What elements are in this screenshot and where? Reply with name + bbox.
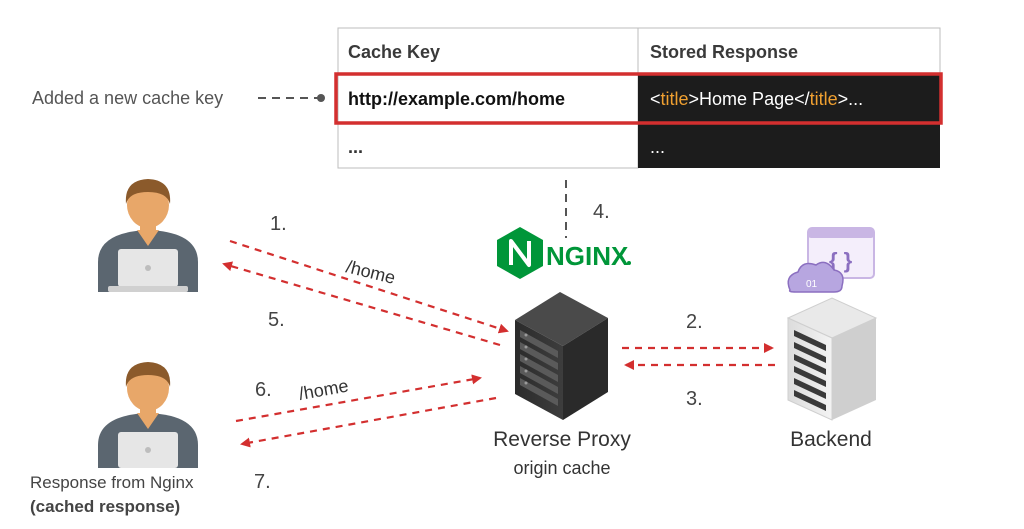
arrow-step-1 bbox=[229, 239, 509, 334]
request-label-2: /home bbox=[297, 376, 350, 404]
server-rack-icon bbox=[515, 292, 608, 420]
step-3: 3. bbox=[686, 388, 703, 410]
html-tag-text: title bbox=[810, 89, 838, 109]
table-header-cell bbox=[637, 27, 941, 74]
user-icon bbox=[98, 362, 198, 468]
flow-arrows bbox=[222, 239, 775, 448]
arrow-step-6 bbox=[235, 374, 482, 423]
annotation-text: Added a new cache key bbox=[32, 88, 223, 108]
response-text: < bbox=[650, 89, 661, 109]
table-header-cell bbox=[337, 27, 639, 74]
backend-title: Backend bbox=[790, 428, 872, 451]
backend-server-icon bbox=[786, 297, 878, 421]
step-5: 5. bbox=[268, 309, 285, 331]
highlight-box bbox=[334, 72, 943, 125]
stored-response-ellipsis: ... bbox=[650, 137, 665, 157]
cache-key-value: http://example.com/home bbox=[348, 89, 565, 109]
table-cell-dark bbox=[638, 73, 940, 123]
cloud-icon: 01 bbox=[787, 261, 844, 293]
html-tag-text: title bbox=[661, 89, 689, 109]
response-note-line1: Response from Nginx bbox=[30, 473, 194, 492]
table-header-cache-key: Cache Key bbox=[348, 42, 440, 62]
proxy-subtitle: origin cache bbox=[513, 458, 610, 478]
user-icon bbox=[98, 179, 198, 292]
step-6: 6. bbox=[255, 379, 272, 401]
response-text: >Home Page</ bbox=[689, 89, 810, 109]
table-cell-dark bbox=[638, 123, 940, 168]
cache-table: Cache Key Stored Response http://example… bbox=[334, 27, 943, 169]
nginx-logo-icon: NGINX bbox=[497, 227, 631, 279]
step-4: 4. bbox=[593, 201, 610, 223]
arrow-step-5 bbox=[222, 261, 501, 347]
table-cell bbox=[337, 122, 639, 169]
nginx-wordmark: NGINX bbox=[546, 241, 629, 271]
proxy-title: Reverse Proxy bbox=[493, 428, 631, 451]
request-label-1: /home bbox=[344, 256, 397, 288]
response-text: >... bbox=[838, 89, 864, 109]
response-note-line2: (cached response) bbox=[30, 497, 180, 516]
step-7: 7. bbox=[254, 471, 271, 493]
arrow-step-7 bbox=[240, 396, 497, 448]
laptop-icon bbox=[108, 249, 188, 292]
step-1: 1. bbox=[270, 213, 287, 235]
response-text: ... bbox=[650, 137, 665, 157]
table-header-stored-response: Stored Response bbox=[650, 42, 798, 62]
step-2: 2. bbox=[686, 311, 703, 333]
svg-text:{ }: { } bbox=[829, 248, 853, 273]
stored-response-value: <title>Home Page</title>... bbox=[650, 89, 863, 109]
cache-key-ellipsis: ... bbox=[348, 137, 363, 157]
laptop-icon bbox=[118, 432, 178, 468]
annotation-dot bbox=[317, 94, 325, 102]
svg-text:01: 01 bbox=[806, 279, 818, 290]
